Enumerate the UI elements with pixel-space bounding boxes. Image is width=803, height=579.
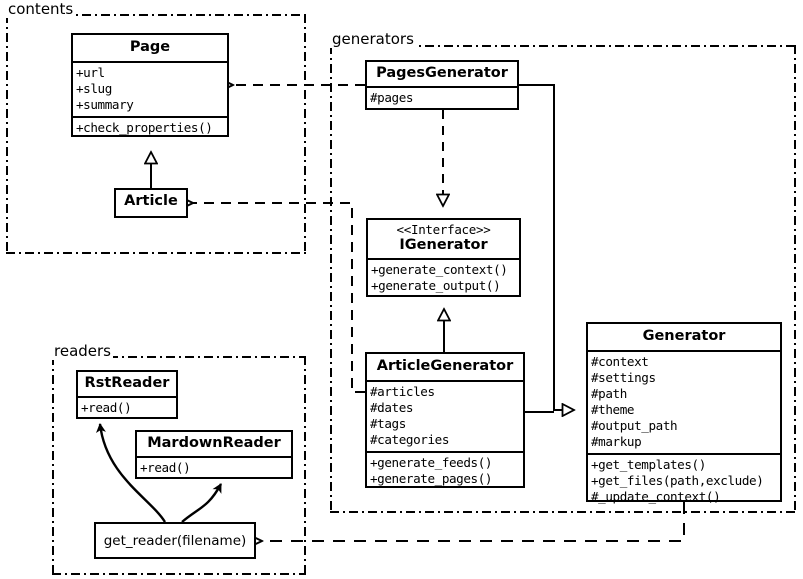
operation: +generate_context() (371, 262, 508, 278)
class-article[interactable]: Article (114, 188, 188, 218)
class-rst-reader-operations: +read() (78, 395, 176, 419)
class-igenerator[interactable]: <<Interface>> IGenerator +generate_conte… (366, 218, 521, 297)
class-generator[interactable]: Generator #context #settings #path #them… (586, 322, 782, 504)
class-generator-operations: +get_templates() +get_files(path,exclude… (588, 452, 780, 508)
operation: +generate_pages() (370, 470, 493, 486)
attribute: #settings (591, 369, 656, 385)
class-pages-generator[interactable]: PagesGenerator #pages (365, 60, 519, 110)
operation: #_update_context() (591, 488, 721, 504)
class-article-generator[interactable]: ArticleGenerator #articles #dates #tags … (365, 352, 525, 488)
attribute: #tags (370, 415, 406, 431)
attribute: #markup (591, 433, 642, 449)
class-generator-attributes: #context #settings #path #theme #output_… (588, 349, 780, 453)
attribute: #context (591, 353, 649, 369)
class-mardown-reader-title: MardownReader (147, 435, 281, 451)
attribute: +url (76, 64, 105, 80)
class-pages-generator-attributes: #pages (367, 85, 517, 109)
operation: +read() (140, 459, 191, 475)
class-generator-title: Generator (642, 328, 726, 344)
operation: +generate_output() (371, 278, 501, 294)
package-readers-label: readers (52, 342, 113, 360)
function-get-reader[interactable]: get_reader(filename) (94, 522, 256, 559)
attribute: #theme (591, 401, 635, 417)
attribute: #path (591, 385, 627, 401)
class-page-title: Page (129, 39, 171, 55)
class-page[interactable]: Page +url +slug +summary +check_properti… (71, 33, 229, 137)
class-igenerator-operations: +generate_context() +generate_output() (368, 258, 519, 297)
attribute: +slug (76, 80, 112, 96)
operation: +check_properties() (76, 119, 213, 135)
attribute: #articles (370, 383, 435, 399)
class-article-generator-attributes: #articles #dates #tags #categories (367, 379, 523, 451)
operation: +get_templates() (591, 456, 706, 472)
package-contents-label: contents (6, 0, 76, 18)
class-mardown-reader[interactable]: MardownReader +read() (135, 430, 293, 479)
operation: +read() (81, 399, 132, 415)
attribute: #output_path (591, 417, 678, 433)
class-page-attributes: +url +slug +summary (73, 60, 227, 116)
class-rst-reader-title: RstReader (84, 375, 170, 391)
attribute: #categories (370, 431, 450, 447)
class-mardown-reader-operations: +read() (137, 455, 291, 479)
class-igenerator-stereotype: <<Interface>> (396, 222, 491, 237)
function-get-reader-label: get_reader(filename) (103, 532, 247, 549)
attribute: #dates (370, 399, 414, 415)
class-igenerator-title: <<Interface>> IGenerator (368, 220, 519, 258)
class-pages-generator-title: PagesGenerator (376, 65, 508, 81)
operation: +generate_feeds() (370, 454, 493, 470)
attribute: +summary (76, 96, 134, 112)
class-article-generator-operations: +generate_feeds() +generate_pages() (367, 450, 523, 490)
package-generators-label: generators (330, 30, 416, 48)
class-article-title: Article (124, 193, 178, 209)
class-page-operations: +check_properties() (73, 115, 227, 139)
class-igenerator-name: IGenerator (399, 237, 488, 254)
class-rst-reader[interactable]: RstReader +read() (76, 370, 178, 419)
attribute: #pages (370, 89, 414, 105)
operation: +get_files(path,exclude) (591, 472, 764, 488)
class-article-generator-title: ArticleGenerator (376, 358, 514, 374)
